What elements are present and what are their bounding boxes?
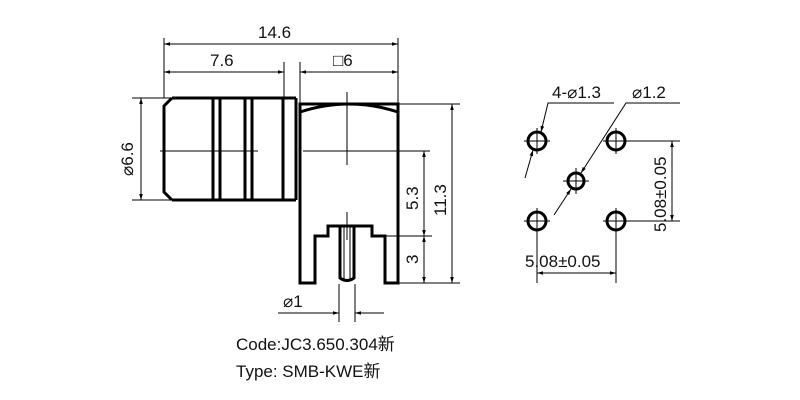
dim-diameter-body: ⌀6.6 bbox=[118, 142, 137, 176]
dimension-top: 14.6 7.6 □6 bbox=[163, 23, 399, 104]
dim-pin-diameter: ⌀1 bbox=[283, 292, 303, 311]
dimension-right: 5.3 11.3 3 bbox=[382, 103, 460, 284]
label-outer-holes: 4-⌀1.3 bbox=[552, 83, 601, 102]
dim-pitch-vertical: 5.08±0.05 bbox=[651, 156, 670, 232]
hole-top-left bbox=[524, 128, 550, 154]
hole-bottom-right bbox=[603, 208, 680, 283]
hole-center bbox=[563, 168, 589, 194]
dim-body-length: 7.6 bbox=[210, 51, 234, 70]
dim-total-length: 14.6 bbox=[258, 23, 291, 42]
dim-height-upper: 5.3 bbox=[403, 186, 422, 210]
caption-code: Code:JC3.650.304新 bbox=[236, 335, 395, 354]
dim-height-pins: 3 bbox=[403, 255, 422, 264]
dimension-bottom: ⌀1 bbox=[278, 284, 384, 322]
dim-height-total: 11.3 bbox=[431, 184, 450, 216]
dim-pitch-horizontal: 5.08±0.05 bbox=[525, 252, 601, 271]
dim-square: □6 bbox=[333, 51, 353, 70]
label-center-hole: ⌀1.2 bbox=[632, 83, 666, 102]
dimension-left: ⌀6.6 bbox=[118, 97, 172, 201]
hole-bottom-left bbox=[524, 208, 550, 283]
hole-top-right bbox=[603, 128, 680, 154]
footprint-view: 4-⌀1.3 ⌀1.2 5.08±0.05 5.08±0.05 bbox=[524, 83, 680, 283]
caption-type: Type: SMB-KWE新 bbox=[236, 362, 381, 381]
side-view bbox=[160, 92, 430, 285]
